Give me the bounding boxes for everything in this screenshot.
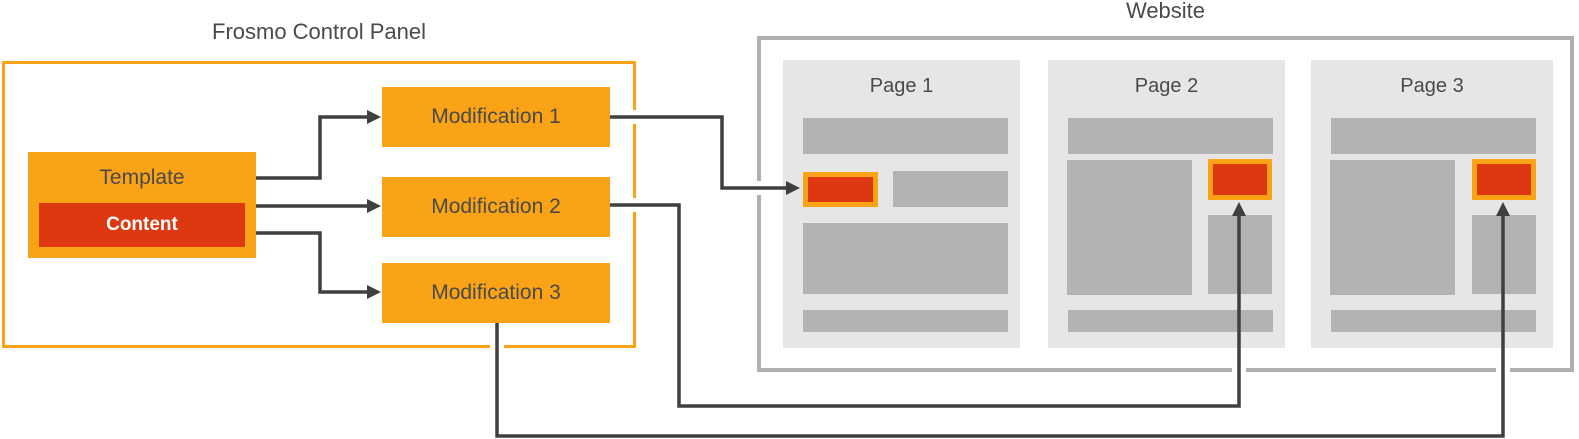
page-3-title: Page 3 bbox=[1400, 75, 1464, 97]
page-2-panel: Page 2 bbox=[1048, 60, 1285, 348]
page-1-panel: Page 1 bbox=[783, 60, 1020, 348]
page-2-placement-box bbox=[1208, 159, 1272, 200]
page-2-main-block bbox=[1067, 160, 1192, 295]
page-3-sidebar-block bbox=[1472, 215, 1536, 294]
modification-2-box: Modification 2 bbox=[382, 177, 610, 237]
page-3-footer-block bbox=[1331, 310, 1536, 332]
page-3-panel: Page 3 bbox=[1311, 60, 1553, 348]
page-1-header-block bbox=[803, 118, 1008, 154]
page-2-sidebar-block bbox=[1208, 215, 1272, 294]
page-3-main-block bbox=[1330, 160, 1455, 295]
page-1-footer-block bbox=[803, 310, 1008, 332]
page-3-placement-box bbox=[1472, 159, 1536, 200]
content-box: Content bbox=[39, 203, 245, 247]
page-1-side-block bbox=[893, 171, 1008, 207]
template-box: Template Content bbox=[28, 152, 256, 258]
page-2-header-block bbox=[1068, 118, 1273, 154]
page-1-content-block bbox=[803, 223, 1008, 294]
modification-1-box: Modification 1 bbox=[382, 87, 610, 147]
modification-3-box: Modification 3 bbox=[382, 263, 610, 323]
control-panel-title: Frosmo Control Panel bbox=[212, 19, 426, 44]
page-1-title: Page 1 bbox=[869, 75, 934, 97]
template-label: Template bbox=[99, 166, 185, 189]
page-2-footer-block bbox=[1068, 310, 1273, 332]
page-3-header-block bbox=[1331, 118, 1536, 154]
page-2-title: Page 2 bbox=[1134, 75, 1199, 97]
website-title: Website bbox=[1125, 0, 1206, 23]
page-1-placement-box bbox=[803, 172, 878, 207]
